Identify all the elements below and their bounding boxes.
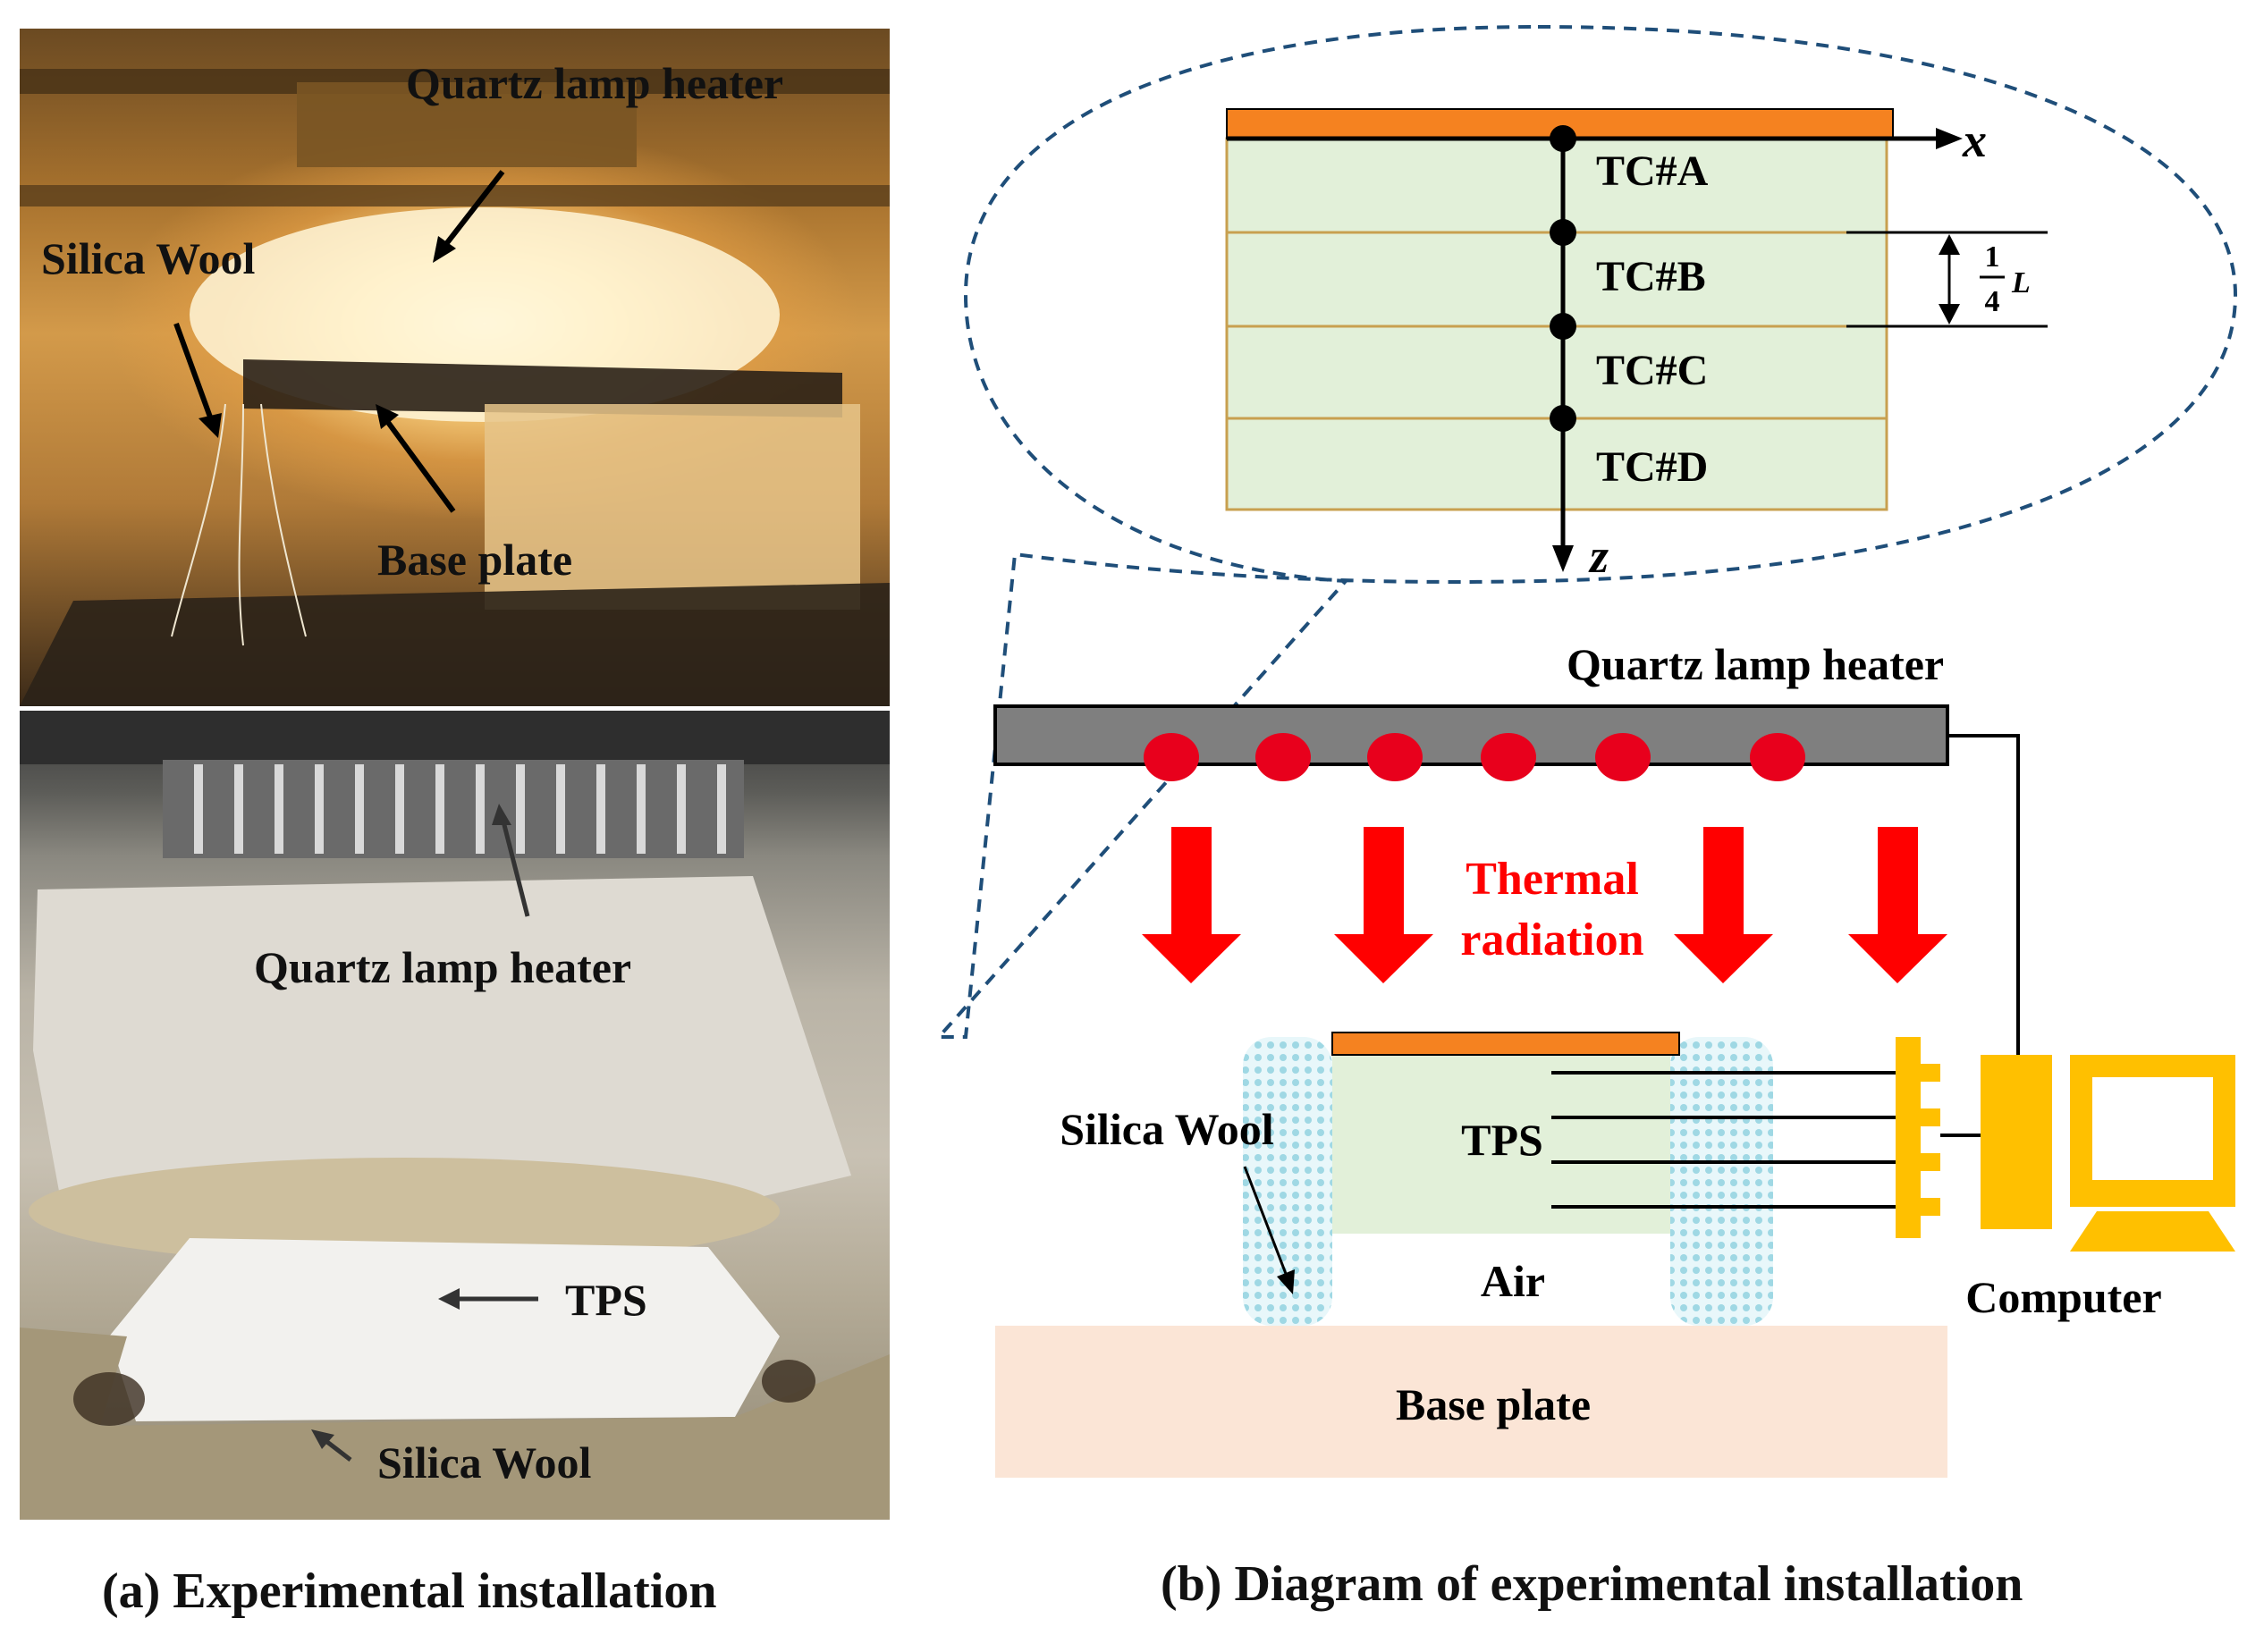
silica-wool-right — [1670, 1037, 1773, 1326]
thermocouple-label-c: TC#C — [1596, 347, 1708, 394]
monitor-screen — [2092, 1077, 2213, 1180]
silica-pointer-head — [1277, 1269, 1295, 1294]
pointer-arrow — [437, 170, 505, 254]
computer-label: Computer — [1965, 1272, 2161, 1322]
quartz-lamp-array — [163, 760, 744, 858]
photo-bottom-illustration — [20, 711, 890, 1520]
label-quartz-lamp-heater: Quartz lamp heater — [406, 58, 784, 108]
lamp-element — [1255, 733, 1311, 781]
lamp-elements — [1144, 733, 1805, 781]
thermocouple-point-a — [1550, 125, 1576, 152]
silica-wool-roll — [29, 1158, 780, 1265]
fraction-denominator: 4 — [1985, 285, 2000, 318]
caption-b: (b) Diagram of experimental installation — [1161, 1556, 2023, 1612]
label-tps: TPS — [565, 1275, 647, 1325]
tps-label: TPS — [1461, 1115, 1543, 1165]
frame-beam — [20, 185, 890, 206]
thermal-radiation-label-line1: Thermal — [1466, 854, 1639, 905]
air-label: Air — [1481, 1256, 1545, 1306]
lamp-element — [1750, 733, 1805, 781]
silica-wool-label: Silica Wool — [1060, 1104, 1274, 1154]
x-axis-arrowhead — [1936, 128, 1963, 149]
wire — [171, 403, 226, 637]
thermocouple-point-b — [1550, 219, 1576, 246]
radiation-arrow — [1848, 827, 1947, 983]
thermocouple-label-a: TC#A — [1596, 148, 1709, 195]
wire — [260, 403, 307, 637]
lamp-element — [1367, 733, 1423, 781]
z-axis-arrowhead — [1552, 545, 1574, 572]
radiation-arrows — [1142, 827, 1947, 983]
radiation-arrow — [1334, 827, 1433, 983]
silica-wool-bed — [20, 1328, 890, 1520]
dimension-arrowhead-up — [1939, 234, 1960, 255]
base-plate — [995, 1326, 1947, 1478]
silica-pointer — [1243, 1166, 1289, 1279]
pointer-arrow-head — [376, 404, 399, 429]
burn-mark — [73, 1372, 145, 1426]
connector-pins — [1921, 1064, 1940, 1216]
thermocouple-point-d — [1550, 405, 1576, 432]
heater-housing — [297, 82, 637, 167]
heater-label: Quartz lamp heater — [1567, 639, 1944, 689]
silica-wool-left — [1243, 1037, 1332, 1326]
pointer-arrow-head — [311, 1429, 334, 1449]
radiation-arrow — [1142, 827, 1241, 983]
quartz-lamp-tubes — [194, 764, 726, 854]
pointer-arrow — [500, 817, 530, 917]
thermal-radiation-label-line2: radiation — [1460, 914, 1643, 965]
base-plate — [243, 359, 842, 417]
label-base-plate: Base plate — [377, 535, 573, 585]
pointer-arrow-head — [438, 1288, 460, 1310]
label-silica-wool: Silica Wool — [377, 1437, 592, 1488]
lamp-element — [1144, 733, 1199, 781]
fraction-variable: L — [2011, 266, 2031, 299]
thermocouple-wires — [1551, 1071, 1896, 1209]
lamp-element — [1595, 733, 1651, 781]
thermocouple-point-c — [1550, 313, 1576, 340]
thermocouple-label-b: TC#B — [1596, 253, 1706, 300]
base-plate-label: Base plate — [1396, 1379, 1591, 1429]
photo-top-illustration — [20, 69, 890, 706]
silica-cloth — [33, 876, 851, 1220]
lamp-element — [1481, 733, 1536, 781]
z-axis-label: z — [1588, 529, 1609, 583]
photo-specimen-setup: Quartz lamp heater TPS Silica Wool — [20, 711, 890, 1520]
label-silica-wool: Silica Wool — [41, 233, 256, 283]
photo-heating-setup: Quartz lamp heater Silica Wool Base plat… — [20, 29, 890, 706]
pointer-arrow-head — [492, 804, 511, 825]
radiation-arrow — [1674, 827, 1773, 983]
caption-a: (a) Experimental installation — [102, 1564, 717, 1619]
pointer-arrow — [322, 1437, 352, 1462]
pointer-arrow-head — [199, 413, 222, 438]
tps-specimen — [1332, 1055, 1670, 1234]
heater-frame — [20, 711, 890, 764]
tps-specimen — [109, 1238, 780, 1421]
insulation-block — [485, 404, 860, 610]
wire — [238, 403, 244, 646]
x-axis-label: x — [1962, 114, 1987, 167]
label-quartz-lamp-heater: Quartz lamp heater — [254, 942, 632, 992]
pointer-arrow-head — [433, 236, 456, 263]
computer-tower — [1981, 1055, 2052, 1229]
table — [20, 583, 890, 706]
pointer-arrow — [382, 416, 456, 513]
specimen-orange-plate — [1331, 1032, 1680, 1056]
burn-mark — [762, 1360, 815, 1403]
zoom-callout-outline — [934, 24, 2238, 1039]
thermocouple-label-d: TC#D — [1596, 443, 1708, 491]
fraction-numerator: 1 — [1985, 240, 2000, 274]
dimension-arrowhead-down — [1939, 304, 1960, 324]
pointer-arrow — [173, 322, 215, 424]
heater-control-wire — [1947, 734, 2020, 1055]
daq-connector — [1896, 1037, 1921, 1238]
computer-keyboard — [2070, 1211, 2235, 1252]
